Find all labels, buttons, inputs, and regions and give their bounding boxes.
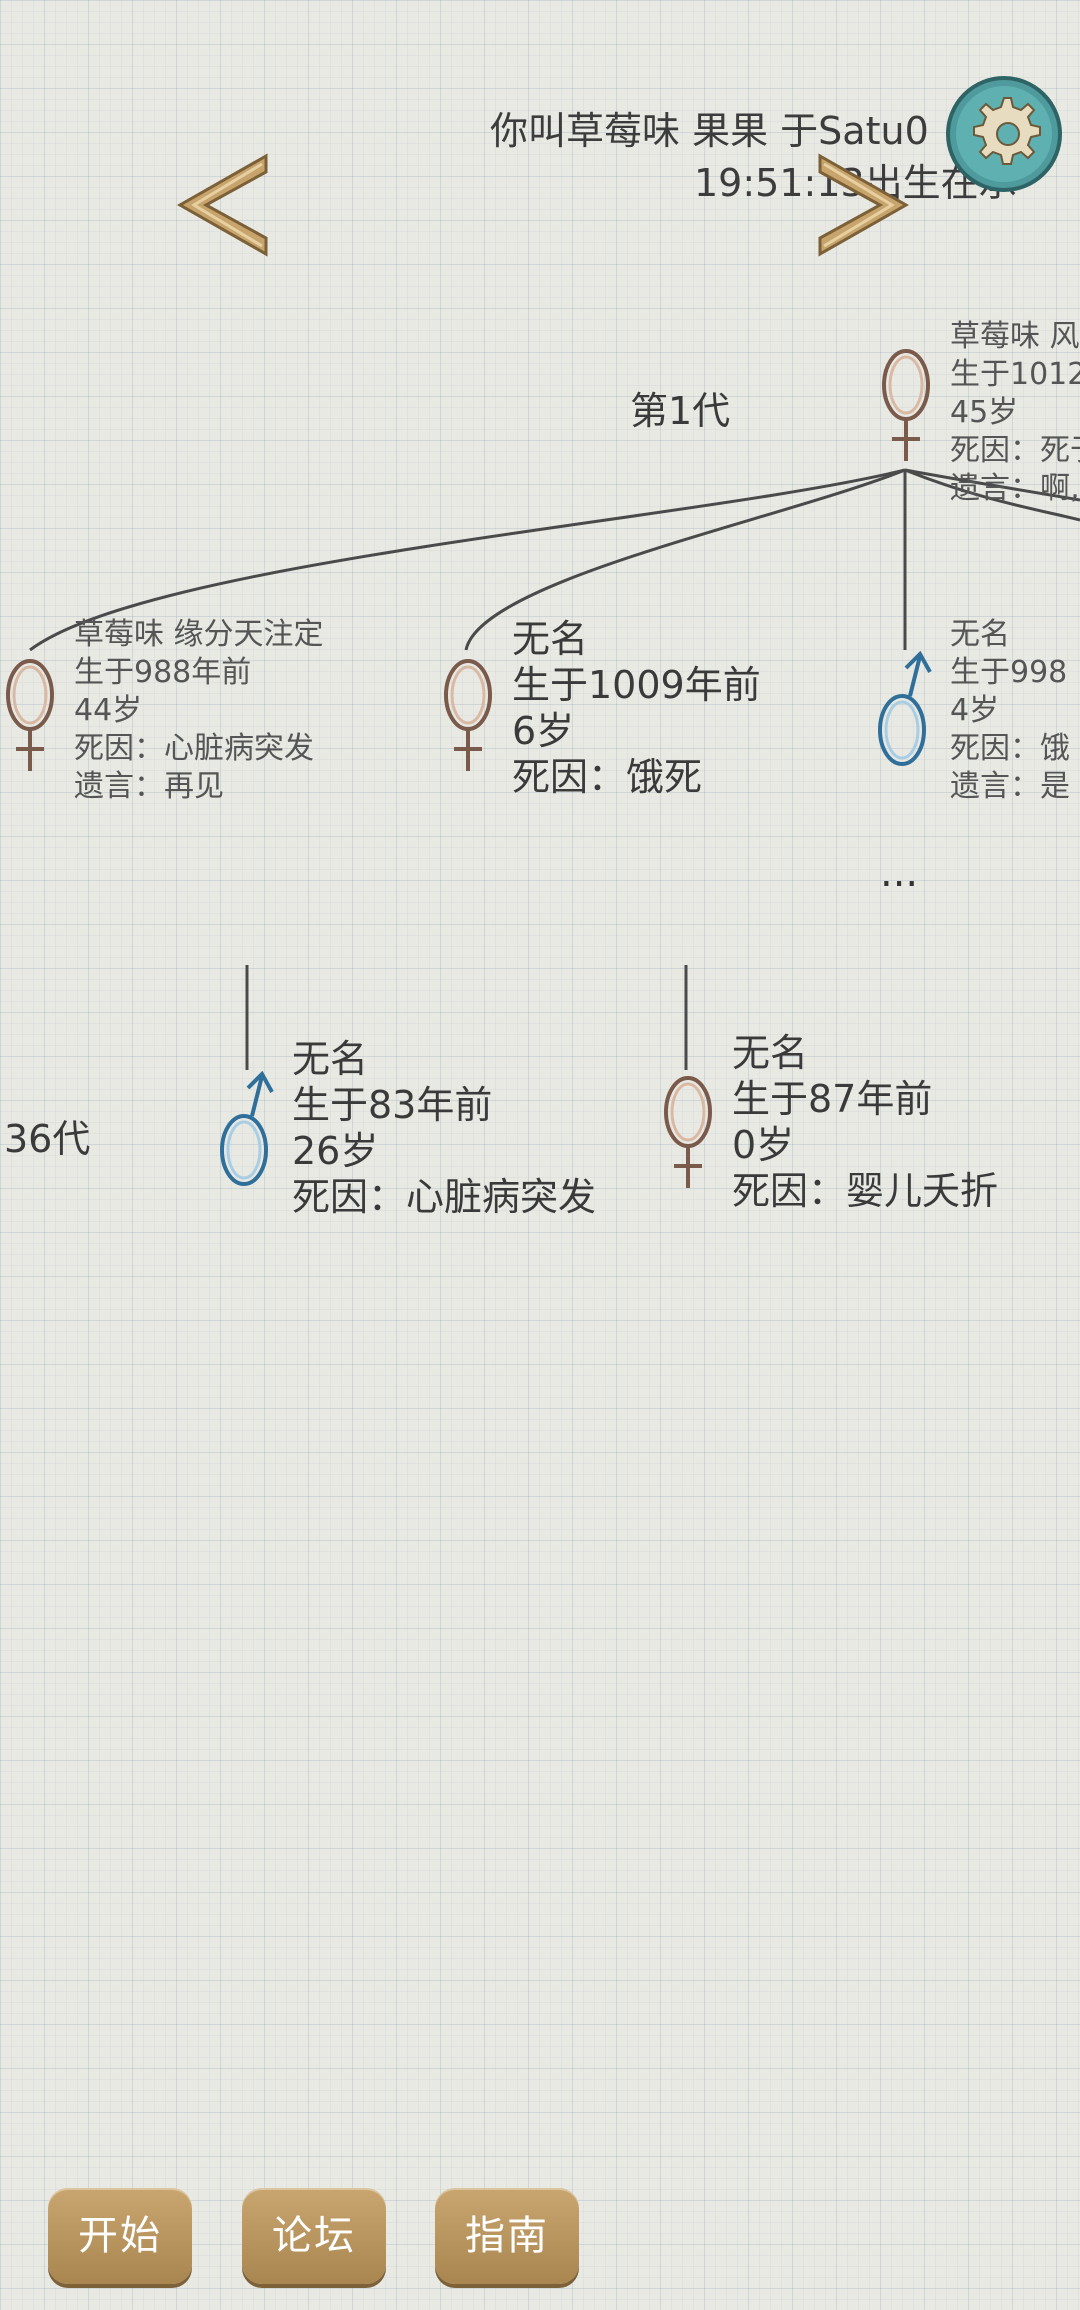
person-last-words: 遗言：再见 [74,769,224,804]
person-death: 死因：婴儿夭折 [732,1169,999,1213]
guide-button[interactable]: 指南 [435,2188,579,2284]
generation-label-first: 第1代 [630,389,731,433]
person-born: 生于988年前 [74,655,252,690]
descendant-person-info: 无名 生于87年前 0岁 死因：婴儿夭折 [732,1030,998,1214]
person-death: 死因：饿 [950,731,1070,766]
start-button[interactable]: 开始 [48,2188,192,2284]
person-born: 生于1012 [950,357,1080,392]
child-person-info: 草莓味 缘分天注定 生于988年前 44岁 死因：心脏病突发 遗言：再见 [74,616,324,806]
person-death: 死因：饿死 [512,755,703,799]
next-arrow-icon[interactable] [810,150,920,260]
person-born: 生于1009年前 [512,663,761,707]
female-symbol-icon[interactable] [440,655,496,775]
person-born: 生于998 [950,655,1068,690]
person-last-words: 遗言：是 [950,769,1070,804]
prev-arrow-icon[interactable] [166,150,276,260]
child-person-info: 无名 生于1009年前 6岁 死因：饿死 [512,616,761,800]
person-name: 无名 [732,1031,809,1075]
person-age: 0岁 [732,1123,795,1167]
more-generations-ellipsis: ... [880,850,919,896]
header-line-1: 你叫草莓味 果果 于Satu0 [490,109,929,153]
person-name: 无名 [292,1037,369,1081]
person-age: 45岁 [950,395,1019,430]
female-symbol-icon[interactable] [2,655,58,775]
person-age: 26岁 [292,1129,379,1173]
root-person-info: 草莓味 风 生于1012 45岁 死因：死于 遗言：啊, [950,318,1080,508]
male-symbol-icon[interactable] [876,650,936,770]
child-person-info: 无名 生于998 4岁 死因：饿 遗言：是 [950,616,1070,806]
female-symbol-icon[interactable] [878,345,934,465]
forum-button[interactable]: 论坛 [242,2188,386,2284]
person-age: 4岁 [950,693,1000,728]
person-death: 死因：心脏病突发 [292,1175,597,1219]
male-symbol-icon[interactable] [218,1070,278,1190]
person-last-words: 遗言：啊, [950,471,1080,506]
person-name: 草莓味 缘分天注定 [74,617,324,652]
person-death: 死因：死于 [950,433,1080,468]
female-symbol-icon[interactable] [660,1072,716,1192]
person-name: 无名 [512,617,589,661]
person-born: 生于83年前 [292,1083,493,1127]
person-born: 生于87年前 [732,1077,933,1121]
gear-icon[interactable] [944,74,1064,194]
person-age: 6岁 [512,709,575,753]
person-age: 44岁 [74,693,143,728]
person-name: 草莓味 风 [950,319,1080,354]
person-name: 无名 [950,617,1010,652]
generation-label-last: 36代 [4,1117,91,1161]
person-death: 死因：心脏病突发 [74,731,314,766]
descendant-person-info: 无名 生于83年前 26岁 死因：心脏病突发 [292,1036,596,1220]
